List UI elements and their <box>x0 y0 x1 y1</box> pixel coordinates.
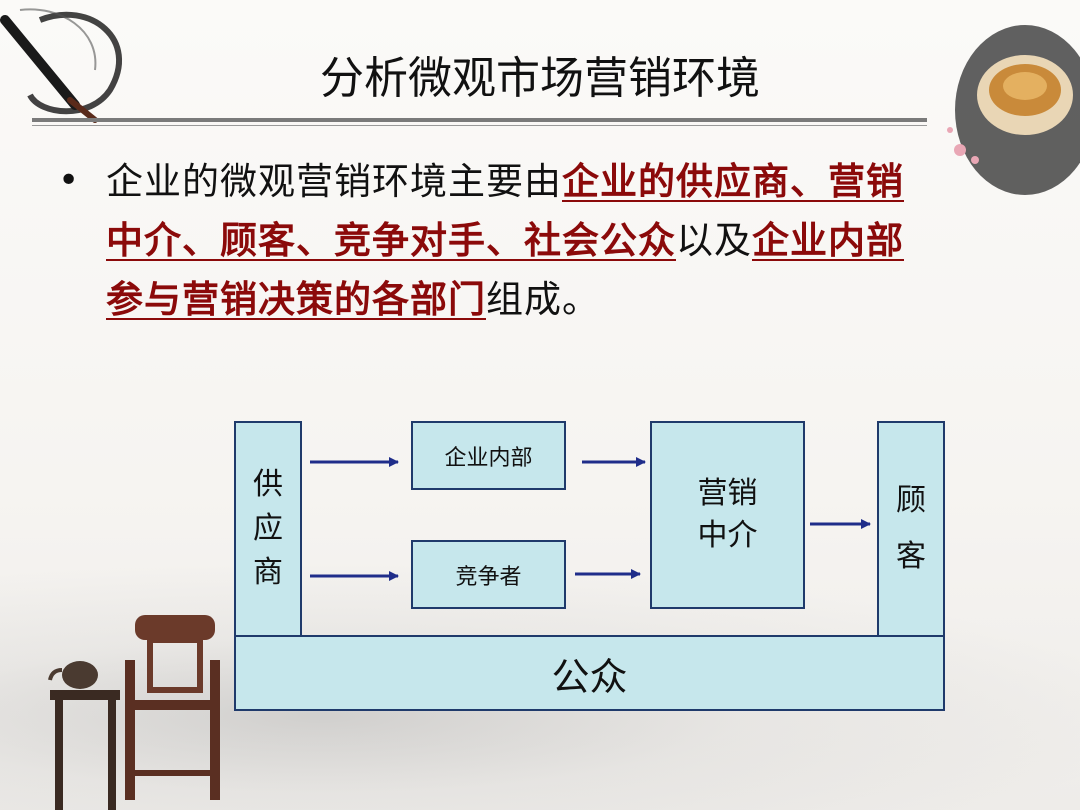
competitors-box: 竞争者 <box>411 540 566 609</box>
teacup-decoration <box>947 25 1080 195</box>
internal-box: 企业内部 <box>411 421 566 490</box>
bullet-paragraph: 企业的微观营销环境主要由企业的供应商、营销中介、顾客、竞争对手、社会公众以及企业… <box>106 152 926 329</box>
public-label: 公众 <box>551 654 628 699</box>
customers-label: 顾客 <box>896 483 926 574</box>
bullet-highlight-segment: 企业内部参与营销决策的各部门 <box>106 218 904 321</box>
calligraphy-brush-decoration <box>0 8 123 123</box>
title-divider-thin <box>32 125 927 126</box>
bullet-highlight-segment: 企业的供应商、营销中介、顾客、竞争对手、社会公众 <box>106 159 904 262</box>
bullet-text-segment: 企业的微观营销环境主要由 <box>106 160 562 203</box>
supplier-box: 供应商 <box>234 421 302 637</box>
title-divider <box>32 118 927 122</box>
intermediaries-box: 营销中介 <box>650 421 805 609</box>
chair-teapot-decoration <box>48 615 220 810</box>
bullet-marker: • <box>58 160 80 201</box>
bullet-text-segment: 以及 <box>676 219 752 262</box>
supplier-label: 供应商 <box>253 467 283 590</box>
page-title: 分析微观市场营销环境 <box>320 53 760 104</box>
bullet-text-segment: 组成。 <box>486 278 600 321</box>
public-box: 公众 <box>234 635 945 711</box>
customers-box: 顾客 <box>877 421 945 637</box>
intermediaries-label: 营销中介 <box>697 476 758 553</box>
internal-label: 企业内部 <box>444 445 533 471</box>
competitors-label: 竞争者 <box>455 564 522 590</box>
